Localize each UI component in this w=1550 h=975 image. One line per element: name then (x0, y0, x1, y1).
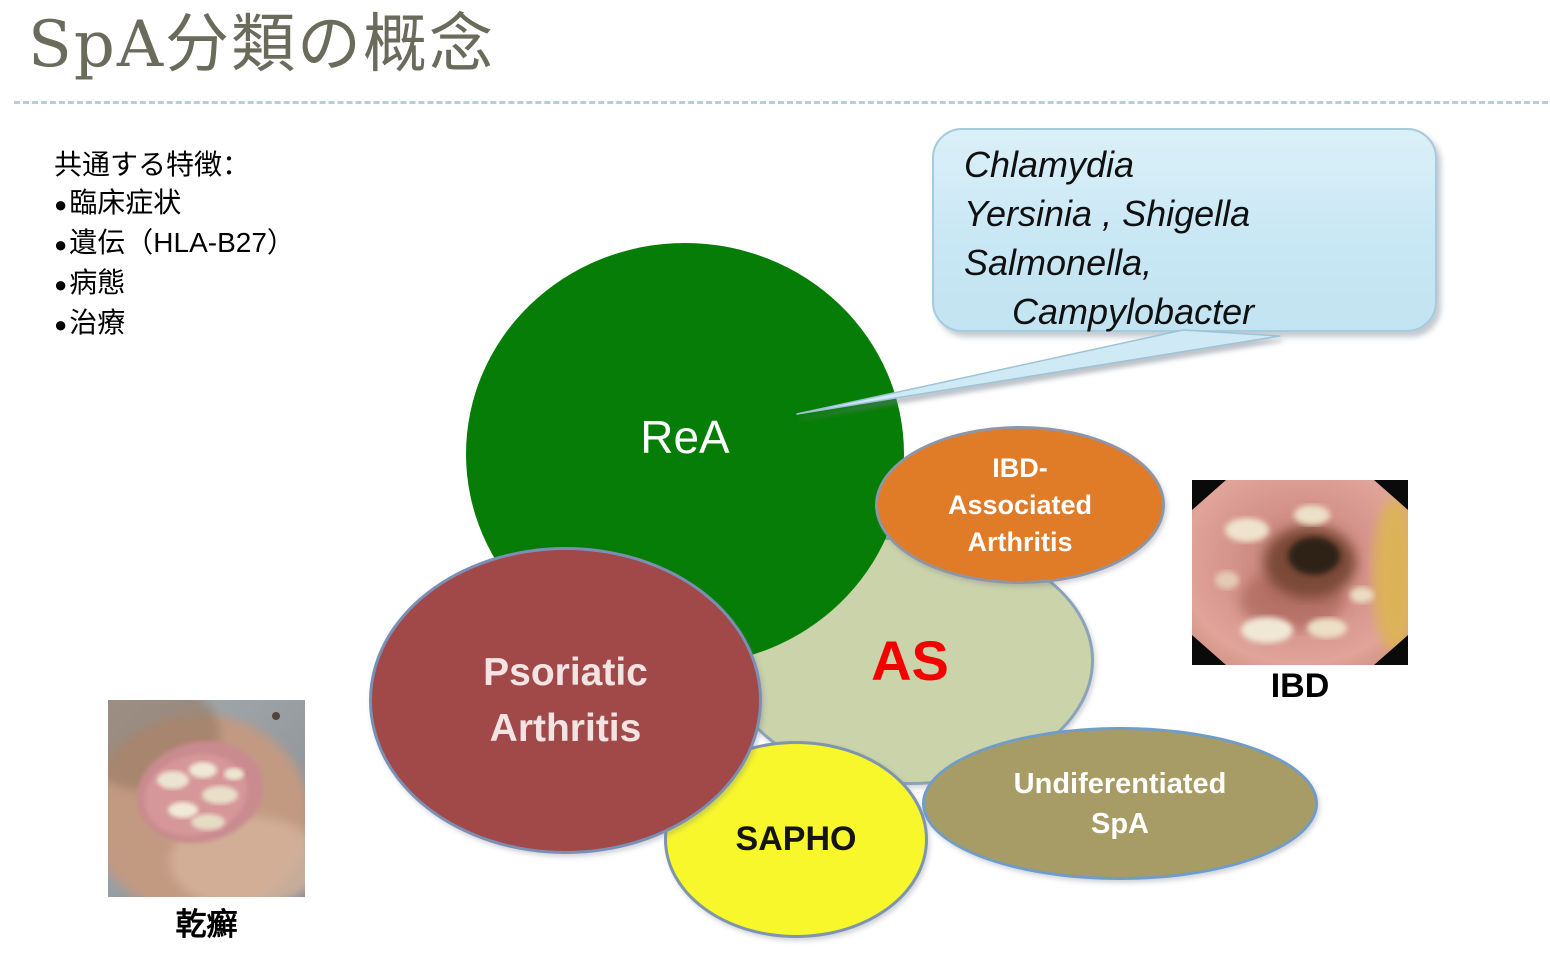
ibd-associated-line: IBD- (992, 452, 1048, 483)
ibd-associated-line: Arthritis (967, 526, 1073, 557)
feature-item: ● 病態 (54, 264, 295, 304)
psoriatic-line: Psoriatic (483, 650, 648, 694)
as-label: AS (871, 629, 949, 692)
feature-label: 治療 (69, 307, 126, 338)
bubble-line: Yersinia , Shigella (964, 193, 1251, 234)
psoriatic-arthritis-ellipse: Psoriatic Arthritis (369, 547, 762, 854)
bubble-line: Salmonella, (964, 242, 1153, 283)
bullet-icon: ● (54, 192, 68, 217)
bubble-line: Chlamydia (964, 144, 1135, 185)
feature-label: 臨床症状 (69, 187, 182, 218)
psoriasis-caption: 乾癬 (175, 907, 238, 942)
sapho-label: SAPHO (735, 820, 857, 858)
pathogens-callout-bubble: Chlamydia Yersinia , Shigella Salmonella… (932, 128, 1437, 332)
undifferentiated-line: SpA (1091, 807, 1149, 840)
psoriasis-photo (108, 700, 305, 897)
rea-label: ReA (640, 411, 730, 463)
feature-label: 遺伝（HLA-B27） (69, 227, 295, 258)
psoriatic-line: Arthritis (489, 706, 642, 750)
ibd-associated-ellipse: IBD- Associated Arthritis (875, 426, 1165, 584)
features-list: ● 臨床症状 ● 遺伝（HLA-B27） ● 病態 ● 治療 (54, 184, 295, 344)
title-separator (14, 101, 1548, 104)
common-features-block: 共通する特徴： ● 臨床症状 ● 遺伝（HLA-B27） ● 病態 ● 治療 (54, 146, 295, 344)
features-heading: 共通する特徴： (54, 149, 251, 180)
feature-item: ● 遺伝（HLA-B27） (54, 224, 295, 264)
feature-item: ● 臨床症状 (54, 184, 295, 224)
ibd-associated-line: Associated (947, 489, 1093, 520)
feature-item: ● 治療 (54, 304, 295, 344)
undifferentiated-line: Undiferentiated (1013, 767, 1227, 800)
feature-label: 病態 (69, 267, 126, 298)
bubble-line: Campylobacter (1012, 291, 1255, 332)
ibd-caption: IBD (1270, 667, 1330, 705)
undifferentiated-spa-ellipse: Undiferentiated SpA (922, 727, 1318, 880)
bullet-icon: ● (54, 312, 68, 337)
bullet-icon: ● (54, 232, 68, 257)
ibd-photo (1192, 480, 1408, 665)
page-title: SpA分類の概念 (28, 8, 496, 82)
bullet-icon: ● (54, 272, 68, 297)
